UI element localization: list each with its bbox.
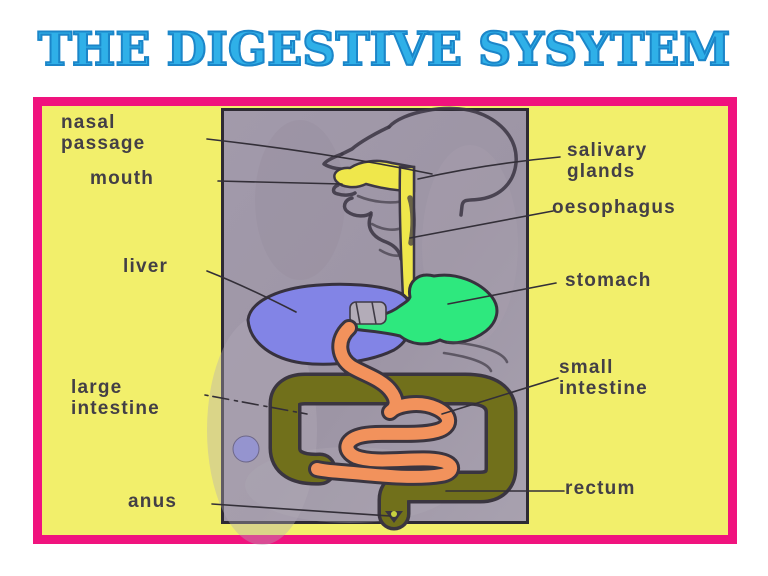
duct-line [371,301,377,325]
label-large-intestine: large intestine [71,377,160,419]
organs [232,159,518,531]
label-liver: liver [123,256,169,277]
duodenum-outline [446,340,509,364]
label-salivary-glands: salivary glands [567,140,648,182]
skull-outline [387,106,518,217]
leader-oesophagus [409,210,554,239]
page-title: THE DIGESTIVE SYSYTEM [37,21,732,77]
duodenum-outline [442,351,493,373]
organ-large-intestine [272,376,514,527]
organ-small-intestine [311,322,457,483]
leader-salivary-glands [417,156,561,180]
label-small-intestine: small intestine [559,357,648,399]
anus-highlight [391,511,397,517]
oesophagus-shadow [407,195,416,246]
label-oesophagus: oesophagus [552,197,676,218]
label-anus: anus [128,491,178,512]
leader-stomach [447,282,557,305]
panel-shading [207,315,317,545]
label-mouth: mouth [90,168,155,189]
leader-mouth [217,180,343,185]
panel-shading [255,120,345,280]
leader-nasal-passage [206,138,433,175]
chin-outline [342,196,373,218]
lower-lip-outline [331,183,357,197]
forehead-outline [340,125,391,156]
duct-body [349,301,387,325]
body-blob-detail [232,435,260,463]
label-stomach: stomach [565,270,652,291]
duct-line [355,301,361,325]
label-nasal-passage: nasal passage [61,112,146,154]
leader-small-intestine [441,377,559,415]
leader-anus [211,503,391,517]
leader-lines [204,138,565,517]
jaw-neck-outline [367,213,403,261]
label-rectum: rectum [565,478,636,499]
leader-liver [206,270,297,313]
bile-ducts [349,301,387,325]
leader-large-intestine [204,394,308,415]
